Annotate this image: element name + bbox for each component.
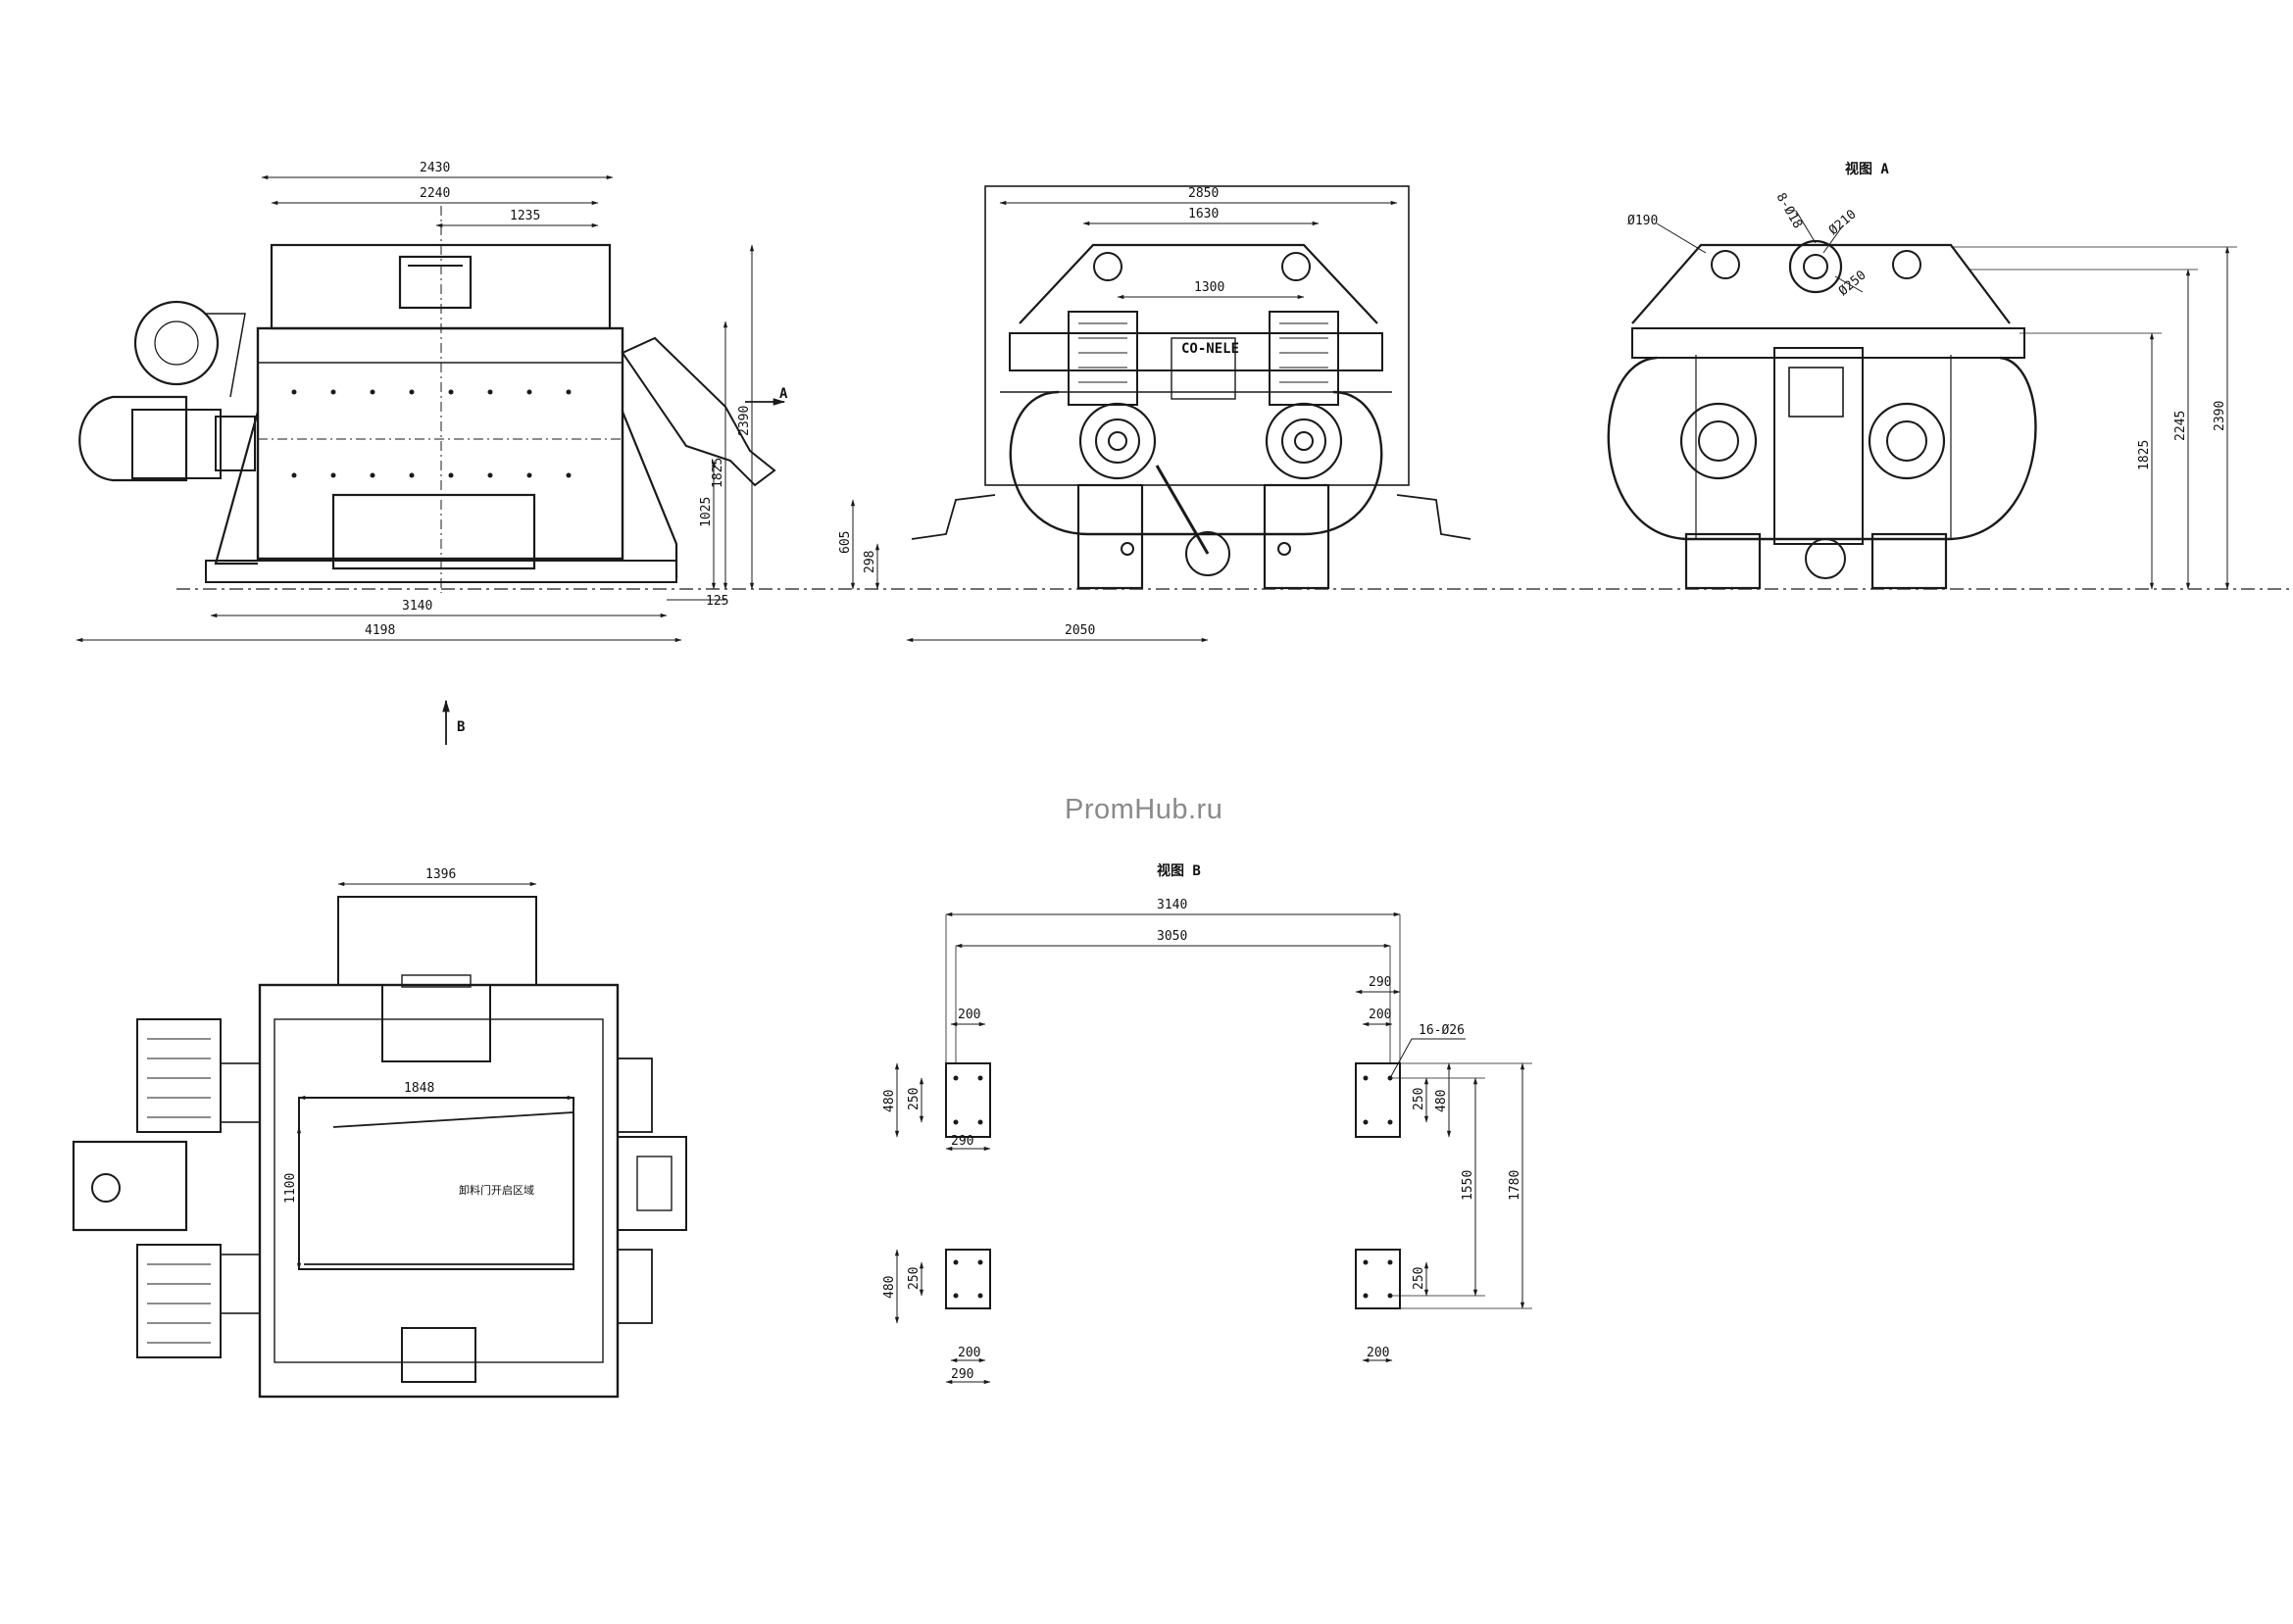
dim-250-bl: 250 bbox=[907, 1267, 922, 1290]
dim-1780: 1780 bbox=[1508, 1170, 1522, 1201]
dim-3140: 3140 bbox=[402, 599, 432, 614]
dim-290-left: 290 bbox=[951, 1134, 973, 1149]
dim-200-right: 200 bbox=[1369, 1008, 1391, 1022]
dim-1825: 1825 bbox=[2137, 440, 2152, 470]
dim-1848: 1848 bbox=[404, 1081, 434, 1096]
watermark-text: PromHub.ru bbox=[1065, 794, 1223, 825]
dim-125: 125 bbox=[706, 594, 728, 609]
dim-298: 298 bbox=[863, 551, 877, 573]
dim-2430: 2430 bbox=[420, 161, 450, 175]
dim-2390: 2390 bbox=[737, 406, 752, 436]
top-view bbox=[72, 881, 687, 1399]
dim-480-right: 480 bbox=[1434, 1090, 1449, 1112]
dim-605: 605 bbox=[838, 531, 853, 554]
dim-1630: 1630 bbox=[1188, 207, 1219, 221]
dim-200-left: 200 bbox=[958, 1008, 980, 1022]
front-view-labels: 2850 1630 1300 2050 605 298 CO-NELE bbox=[838, 186, 1239, 638]
dim-250-left: 250 bbox=[907, 1088, 922, 1110]
view-a-labels: 视图 A Ø190 8-Ø18 Ø210 Ø250 1825 2245 2390 bbox=[1627, 161, 2227, 470]
top-view-labels: 1396 1848 1100 卸料门开启区域 bbox=[283, 867, 534, 1204]
view-b-title: 视图 B bbox=[1157, 862, 1201, 879]
dim-1396: 1396 bbox=[425, 867, 456, 882]
side-view-labels: 2430 2240 1235 3140 4198 125 2390 1825 1… bbox=[365, 161, 788, 735]
dim-1550: 1550 bbox=[1461, 1170, 1475, 1201]
dim-4198: 4198 bbox=[365, 623, 395, 638]
brand-logo: CO-NELE bbox=[1181, 341, 1239, 357]
front-view bbox=[850, 185, 1471, 643]
discharge-zone-label: 卸料门开启区域 bbox=[459, 1183, 534, 1197]
dim-290-top: 290 bbox=[1369, 975, 1391, 990]
dim-holes-16-phi26: 16-Ø26 bbox=[1419, 1023, 1465, 1038]
dim-3050: 3050 bbox=[1157, 929, 1187, 944]
dim-2850: 2850 bbox=[1188, 186, 1219, 201]
dim-480-left: 480 bbox=[882, 1090, 897, 1112]
dim-250-right: 250 bbox=[1412, 1088, 1426, 1110]
view-b bbox=[894, 911, 1532, 1385]
dim-2050: 2050 bbox=[1065, 623, 1095, 638]
view-a-title: 视图 A bbox=[1845, 161, 1889, 177]
dim-2390: 2390 bbox=[2213, 401, 2227, 431]
dim-200-bl: 200 bbox=[958, 1346, 980, 1360]
dim-3140: 3140 bbox=[1157, 898, 1187, 912]
dim-1100: 1100 bbox=[283, 1173, 298, 1204]
dim-2240: 2240 bbox=[420, 186, 450, 201]
view-b-arrow-label: B bbox=[457, 719, 465, 735]
view-a bbox=[1607, 210, 2237, 590]
view-a-arrow-label: A bbox=[779, 386, 788, 402]
view-b-labels: 视图 B 3140 3050 290 200 200 290 200 290 2… bbox=[882, 862, 1522, 1382]
dim-290-bl: 290 bbox=[951, 1367, 973, 1382]
side-view bbox=[75, 174, 2293, 745]
dim-phi210: Ø210 bbox=[1826, 207, 1860, 238]
dim-2245: 2245 bbox=[2173, 411, 2188, 441]
dim-1025: 1025 bbox=[699, 497, 714, 527]
dim-phi190: Ø190 bbox=[1627, 214, 1658, 228]
dim-1825: 1825 bbox=[711, 458, 725, 488]
dim-480-bl: 480 bbox=[882, 1276, 897, 1299]
dim-250-br: 250 bbox=[1412, 1267, 1426, 1290]
dim-200-br: 200 bbox=[1367, 1346, 1389, 1360]
dim-1235: 1235 bbox=[510, 209, 540, 223]
dim-holes-8-phi18: 8-Ø18 bbox=[1773, 191, 1806, 231]
dim-1300: 1300 bbox=[1194, 280, 1224, 295]
